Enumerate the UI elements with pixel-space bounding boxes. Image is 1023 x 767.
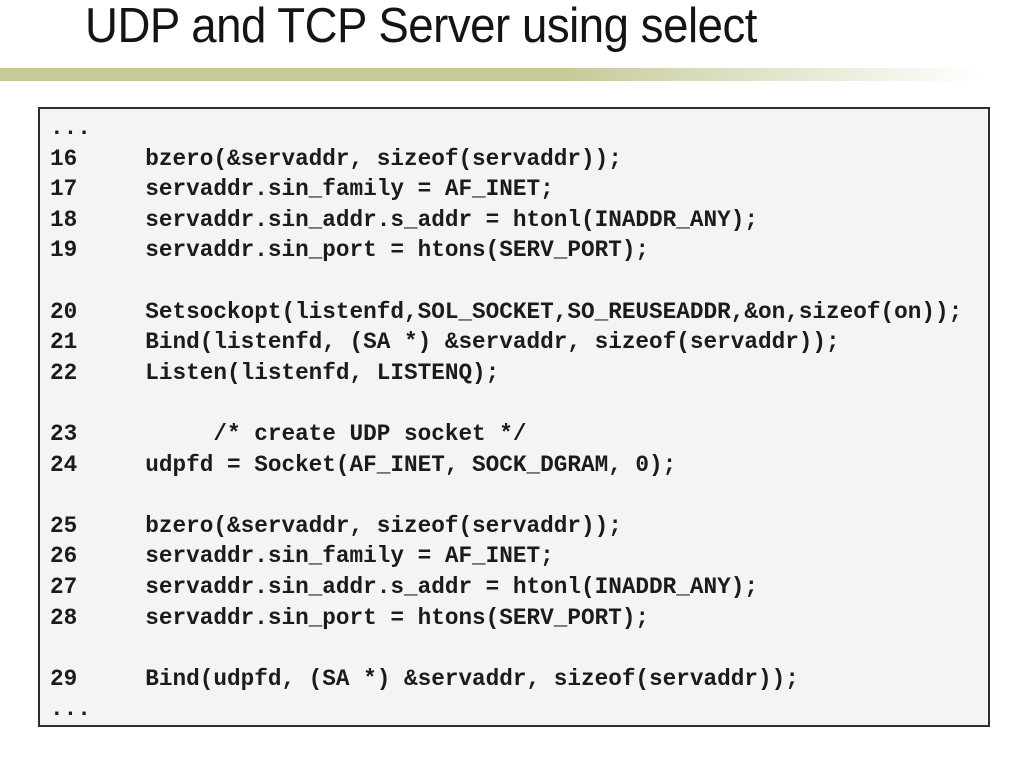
code-line: 25 bzero(&servaddr, sizeof(servaddr)); bbox=[50, 512, 622, 539]
code-line: 28 servaddr.sin_port = htons(SERV_PORT); bbox=[50, 604, 650, 631]
code-line: ... bbox=[50, 696, 91, 723]
code-line: 21 Bind(listenfd, (SA *) &servaddr, size… bbox=[50, 329, 840, 356]
code-line: 18 servaddr.sin_addr.s_addr = htonl(INAD… bbox=[50, 206, 758, 233]
code-line: 19 servaddr.sin_port = htons(SERV_PORT); bbox=[50, 237, 650, 264]
code-line bbox=[50, 266, 988, 297]
code-line: 16 bzero(&servaddr, sizeof(servaddr)); bbox=[50, 145, 622, 172]
code-panel: ... 16 bzero(&servaddr, sizeof(servaddr))… bbox=[38, 107, 990, 727]
code-line: 29 Bind(udpfd, (SA *) &servaddr, sizeof(… bbox=[50, 665, 799, 692]
code-line: 17 servaddr.sin_family = AF_INET; bbox=[50, 176, 554, 203]
code-line: 26 servaddr.sin_family = AF_INET; bbox=[50, 543, 554, 570]
code-line: 20 Setsockopt(listenfd,SOL_SOCKET,SO_REU… bbox=[50, 298, 963, 325]
code-line: ... bbox=[50, 115, 91, 141]
code-listing: ... 16 bzero(&servaddr, sizeof(servaddr))… bbox=[50, 113, 988, 725]
code-line: 23 /* create UDP socket */ bbox=[50, 420, 527, 447]
code-line bbox=[50, 388, 988, 419]
code-line: 27 servaddr.sin_addr.s_addr = htonl(INAD… bbox=[50, 573, 758, 600]
code-line: 22 Listen(listenfd, LISTENQ); bbox=[50, 359, 500, 386]
code-line bbox=[50, 480, 988, 511]
accent-bar bbox=[0, 68, 1023, 81]
slide-title: UDP and TCP Server using select bbox=[85, 0, 758, 53]
code-line: 24 udpfd = Socket(AF_INET, SOCK_DGRAM, 0… bbox=[50, 451, 677, 478]
code-line bbox=[50, 633, 988, 664]
